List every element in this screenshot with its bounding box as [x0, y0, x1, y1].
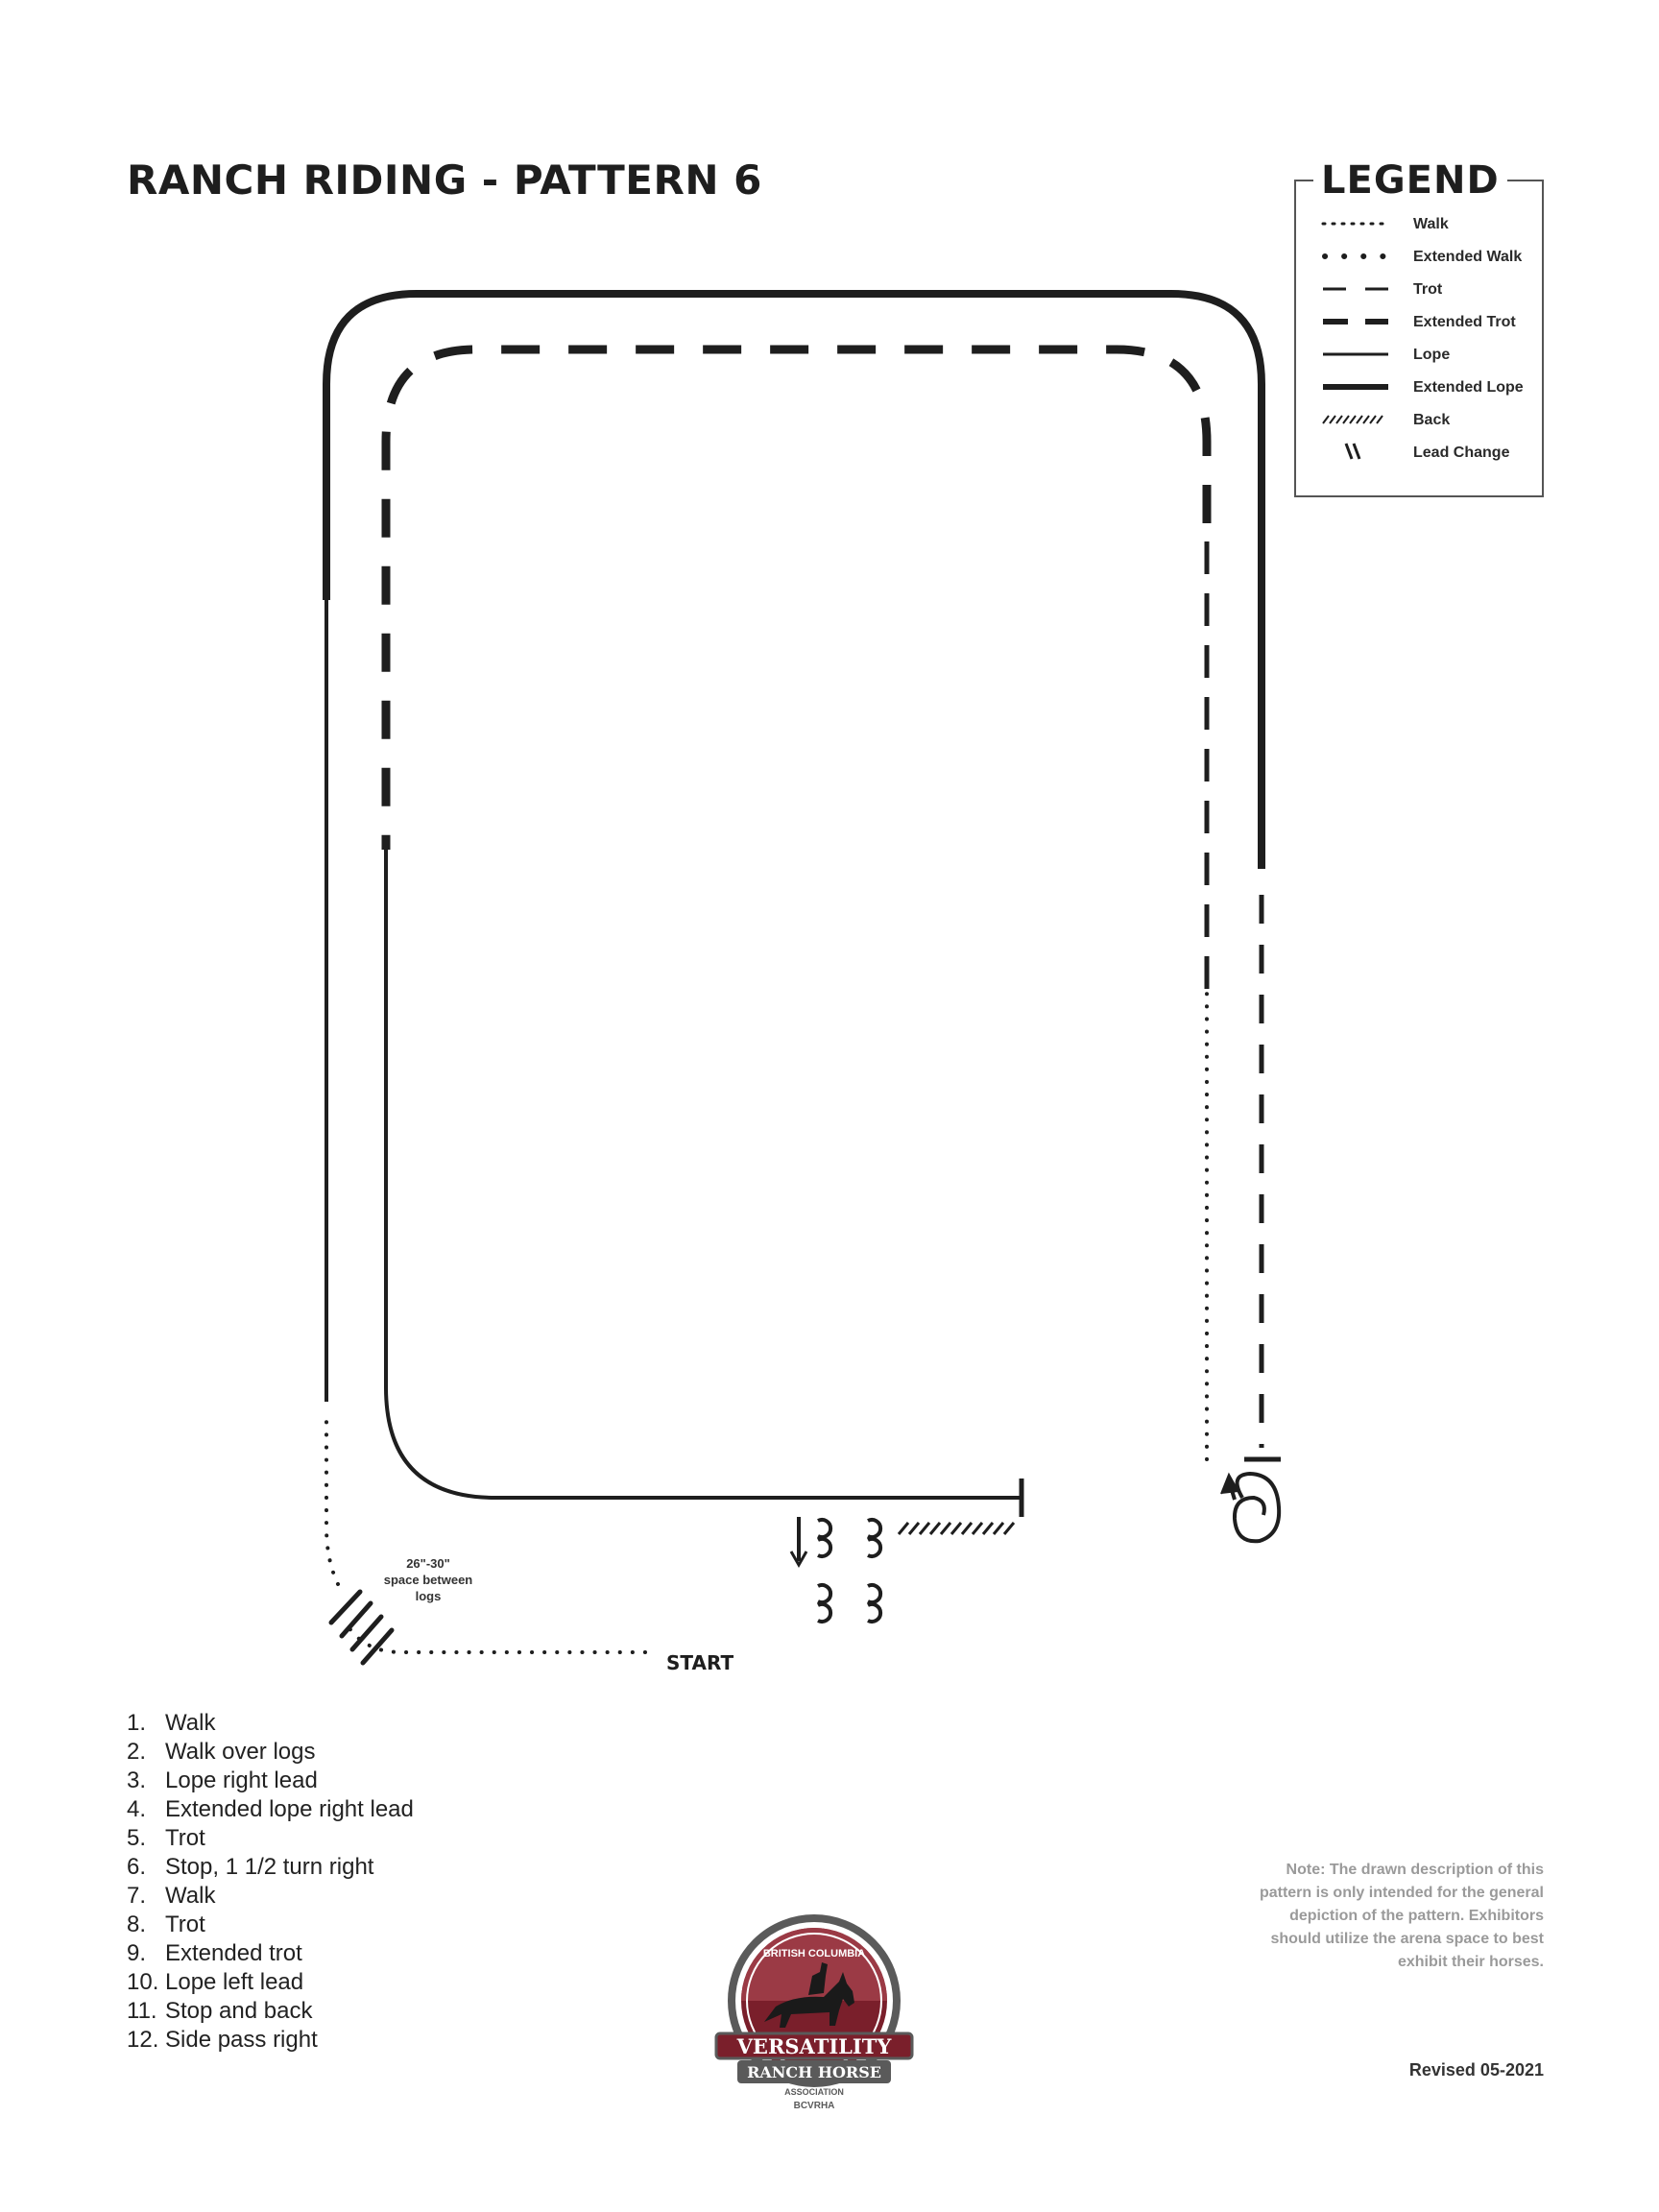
- page-title: RANCH RIDING - PATTERN 6: [127, 156, 762, 204]
- bcvrha-logo-icon: BRITISH COLUMBIA VERSATILITY RANCH HORSE…: [714, 1914, 914, 2111]
- step-item: 4. Extended lope right lead: [127, 1795, 414, 1824]
- step-item: 11. Stop and back: [127, 1997, 414, 2026]
- logs-icon: [328, 1589, 395, 1666]
- step-item: 3. Lope right lead: [127, 1767, 414, 1795]
- step-item: 1. Walk: [127, 1709, 414, 1738]
- step-number: 7.: [127, 1883, 147, 1909]
- step-number: 4.: [127, 1796, 147, 1822]
- logs-note-line-1: 26"-30": [406, 1556, 450, 1571]
- step-number: 10.: [127, 1969, 159, 1995]
- legend-label-walk: Walk: [1413, 216, 1449, 232]
- path-extended-trot: [381, 345, 1212, 850]
- logo-abbr-text: BCVRHA: [794, 2101, 835, 2111]
- back-hatch: [897, 1522, 1016, 1535]
- step-text: Lope right lead: [165, 1767, 318, 1793]
- logs-note-line-2: space between: [383, 1573, 473, 1587]
- hoofprint-icon: [867, 1583, 883, 1623]
- legend-label-extended-lope: Extended Lope: [1413, 379, 1524, 396]
- legend-label-lead-change: Lead Change: [1413, 445, 1510, 461]
- step-text: Lope left lead: [165, 1969, 304, 1995]
- logo-assoc-text: ASSOCIATION: [784, 2087, 844, 2097]
- logs-note: 26"-30" space between logs: [371, 1555, 486, 1604]
- pattern-steps-list: 1. Walk 2. Walk over logs 3. Lope right lea…: [127, 1709, 414, 2055]
- step-number: 11.: [127, 1998, 157, 2024]
- legend-sample-lead-change: [1344, 443, 1361, 460]
- step-text: Walk: [165, 1883, 216, 1909]
- step-text: Extended trot: [165, 1940, 302, 1966]
- hoofprint-icon: [817, 1583, 833, 1623]
- step-item: 7. Walk: [127, 1882, 414, 1911]
- step-number: 12.: [127, 2027, 159, 2053]
- side-pass-group: [789, 1517, 883, 1623]
- step-item: 10.Lope left lead: [127, 1968, 414, 1997]
- legend-label-back: Back: [1413, 412, 1451, 428]
- step-item: 12.Side pass right: [127, 2026, 414, 2055]
- logo-top-text: BRITISH COLUMBIA: [763, 1948, 865, 1960]
- logo-sub-text: RANCH HORSE: [747, 2063, 881, 2081]
- step-number: 9.: [127, 1940, 147, 1966]
- step-text: Trot: [165, 1825, 205, 1851]
- step-number: 2.: [127, 1739, 147, 1765]
- legend-label-trot: Trot: [1413, 281, 1443, 298]
- step-number: 3.: [127, 1767, 147, 1793]
- path-extended-lope: [323, 290, 1265, 869]
- step-item: 8. Trot: [127, 1911, 414, 1939]
- path-walk-left: [325, 1409, 340, 1586]
- step-text: Extended lope right lead: [165, 1796, 414, 1822]
- path-walk-start: [344, 1621, 647, 1654]
- hoofprint-icon: [817, 1518, 833, 1558]
- path-lope-left-lead: [384, 850, 1022, 1500]
- pattern-paths: [323, 290, 1281, 1666]
- pattern-note: Note: The drawn description of this patt…: [1259, 1862, 1544, 1970]
- step-text: Trot: [165, 1911, 205, 1937]
- step-number: 8.: [127, 1911, 147, 1937]
- step-text: Walk over logs: [165, 1739, 316, 1765]
- step-number: 6.: [127, 1854, 147, 1880]
- logs-note-line-3: logs: [415, 1589, 442, 1603]
- step-text: Stop and back: [165, 1998, 313, 2024]
- step-text: Walk: [165, 1710, 216, 1736]
- step-item: 9. Extended trot: [127, 1939, 414, 1968]
- step-number: 5.: [127, 1825, 147, 1851]
- legend-label-extended-walk: Extended Walk: [1413, 249, 1523, 265]
- step-text: Stop, 1 1/2 turn right: [165, 1854, 374, 1880]
- legend-title: LEGEND: [1313, 158, 1507, 203]
- step-number: 1.: [127, 1710, 147, 1736]
- spin-turn-icon: [1220, 1471, 1282, 1544]
- legend-samples: [1321, 222, 1391, 460]
- legend-label-lope: Lope: [1413, 347, 1451, 363]
- step-item: 6. Stop, 1 1/2 turn right: [127, 1853, 414, 1882]
- start-label: START: [666, 1651, 734, 1674]
- revised-date: Revised 05-2021: [1408, 2060, 1544, 2080]
- step-item: 2. Walk over logs: [127, 1738, 414, 1767]
- hoofprint-icon: [867, 1518, 883, 1558]
- legend-sample-back: [1322, 415, 1383, 424]
- logo-main-text: VERSATILITY: [736, 2034, 893, 2058]
- legend-label-extended-trot: Extended Trot: [1413, 314, 1516, 330]
- step-text: Side pass right: [165, 2027, 318, 2053]
- step-item: 5. Trot: [127, 1824, 414, 1853]
